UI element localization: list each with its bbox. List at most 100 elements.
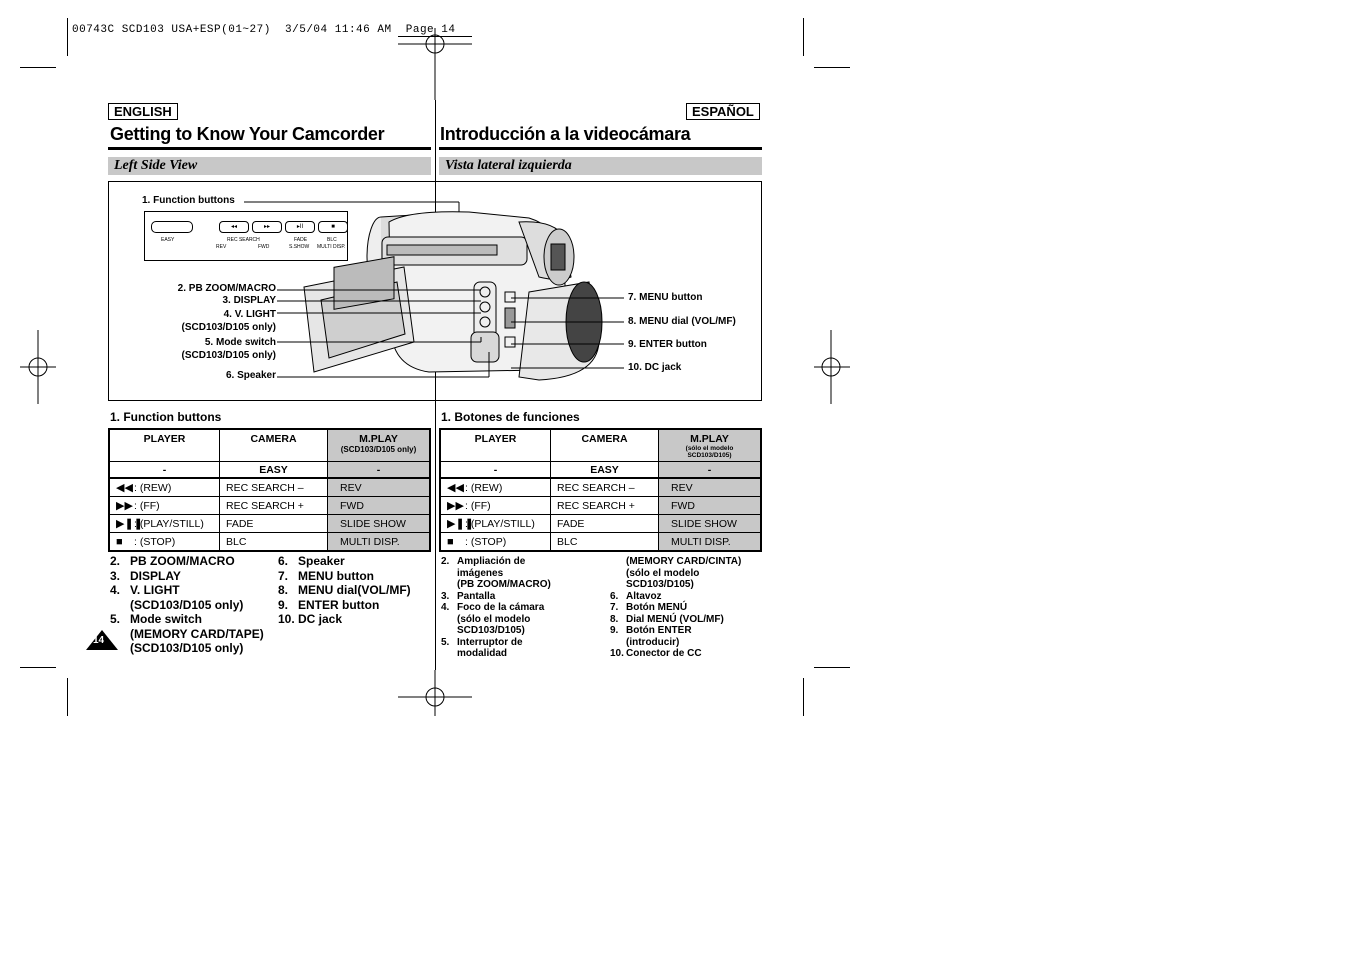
fast-forward-button-icon: ▸▸ (252, 221, 282, 233)
table-row: ▶❚❚: (PLAY/STILL) FADE SLIDE SHOW (439, 514, 762, 533)
col-header-player: PLAYER (108, 428, 220, 462)
col-header-mplay: M.PLAY(SCD103/D105 only) (327, 428, 431, 462)
callout-speaker: 6. Speaker (225, 370, 276, 381)
sub-player: - (439, 461, 551, 479)
crop-mark (803, 18, 804, 56)
table-row: ▶❚❚: (PLAY/STILL) FADE SLIDE SHOW (108, 514, 431, 533)
list-item: 3.Pantalla (441, 590, 496, 602)
rec-search-label: REC SEARCH (227, 237, 260, 243)
list-item: 3.DISPLAY (110, 568, 181, 583)
list-item: 6.Speaker (278, 554, 345, 568)
list-item: SCD103/D105) (626, 579, 694, 590)
list-item: 6.Altavoz (610, 590, 662, 602)
callout-function-buttons: 1. Function buttons (142, 195, 235, 206)
title-rule (108, 147, 431, 150)
function-buttons-heading: 1. Function buttons (110, 410, 222, 424)
title-rule (439, 147, 762, 150)
col-header-mplay: M.PLAY(sólo el modelo SCD103/D105) (658, 428, 762, 462)
table-row: ▶▶: (FF) REC SEARCH + FWD (108, 496, 431, 515)
list-item: (SCD103/D105 only) (130, 597, 244, 612)
sub-camera: EASY (219, 461, 328, 479)
col-header-camera: CAMERA (550, 428, 659, 462)
list-item: (sólo el modelo (626, 567, 700, 579)
page-number-badge (86, 630, 118, 650)
parts-list-es-col2: (MEMORY CARD/CINTA) (sólo el modelo SCD1… (610, 556, 741, 660)
col-header-camera: CAMERA (219, 428, 328, 462)
sub-mplay: - (658, 461, 762, 479)
easy-button-icon (151, 221, 193, 233)
fade-label: FADE (294, 237, 308, 243)
rewind-icon: ◀◀ (116, 482, 133, 494)
crop-mark (814, 67, 850, 68)
camcorder-illustration (244, 201, 624, 381)
list-item: 8.Dial MENÚ (VOL/MF) (610, 613, 724, 625)
rev-label: REV (216, 244, 227, 250)
parts-list-en-col2: 6.Speaker 7.MENU button 8.MENU dial(VOL/… (278, 554, 411, 627)
crop-mark (20, 67, 56, 68)
list-item: 5.Interruptor de (441, 636, 523, 648)
table-row: ▶▶: (FF) REC SEARCH + FWD (439, 496, 762, 515)
print-header: 00743C SCD103 USA+ESP(01~27) 3/5/04 11:4… (72, 24, 456, 36)
rewind-button-icon: ◂◂ (219, 221, 249, 233)
list-item: (MEMORY CARD/TAPE) (130, 626, 264, 641)
list-item: 10.Conector de CC (610, 648, 702, 659)
table-row: ◀◀: (REW) REC SEARCH – REV (439, 477, 762, 497)
page-title-es: Introducción a la videocámara (440, 124, 691, 144)
fast-forward-icon: ▶▶ (447, 500, 464, 512)
fwd-label: FWD (258, 244, 270, 250)
col-header-player: PLAYER (439, 428, 551, 462)
page-number: 14 (93, 635, 105, 646)
play-pause-icon: ▶❚❚ (116, 518, 143, 530)
list-item: 7.Botón MENÚ (610, 602, 688, 613)
rewind-icon: ◀◀ (447, 482, 464, 494)
table-row: ■: (STOP) BLC MULTI DISP. (439, 532, 762, 552)
callout-v-light-note: (SCD103/D105 only) (181, 322, 276, 333)
stop-icon: ■ (447, 535, 454, 548)
callout-enter-button: 9. ENTER button (628, 339, 707, 350)
function-button-panel: EASY ◂◂ ▸▸ ▸II ■ REC SEARCH REV FWD FADE… (144, 211, 348, 261)
play-pause-icon: ▶❚❚ (447, 518, 474, 530)
list-item: 9.Botón ENTER (610, 625, 692, 636)
callout-menu-button: 7. MENU button (628, 292, 703, 303)
list-item: 9.ENTER button (278, 597, 380, 612)
play-pause-button-icon: ▸II (285, 221, 315, 233)
crop-mark (814, 667, 850, 668)
sub-player: - (108, 461, 220, 479)
section-heading-en: Left Side View (108, 157, 431, 175)
list-item: 5.Mode switch (110, 612, 203, 626)
callout-mode-switch: 5. Mode switch (204, 337, 276, 348)
list-item: (introducir) (626, 636, 680, 648)
table-row: ■: (STOP) BLC MULTI DISP. (108, 532, 431, 552)
crop-mark (20, 667, 56, 668)
crop-mark (67, 678, 68, 716)
list-item: (sólo el modelo (457, 613, 531, 625)
list-item: modalidad (457, 648, 508, 659)
callout-display: 3. DISPLAY (222, 295, 276, 306)
function-table-es: PLAYER CAMERA M.PLAY(sólo el modelo SCD1… (439, 428, 762, 552)
botones-heading: 1. Botones de funciones (441, 410, 580, 424)
list-item: 4.V. LIGHT (110, 583, 180, 597)
camcorder-diagram: 1. Function buttons EASY ◂◂ ▸▸ ▸II ■ REC… (108, 181, 762, 401)
callout-mode-switch-note: (SCD103/D105 only) (181, 350, 276, 361)
list-item: 2.PB ZOOM/MACRO (110, 554, 235, 568)
crop-mark (67, 18, 68, 56)
blc-label: BLC (327, 237, 337, 243)
list-item: 7.MENU button (278, 568, 374, 583)
mplay-note: (SCD103/D105 only) (340, 445, 417, 454)
lang-tag-english: ENGLISH (108, 103, 178, 120)
list-item: imágenes (457, 567, 504, 579)
parts-list-es-col1: 2.Ampliación de imágenes (PB ZOOM/MACRO)… (441, 556, 551, 660)
callout-v-light: 4. V. LIGHT (223, 309, 276, 320)
callout-dc-jack: 10. DC jack (628, 362, 682, 373)
list-item: (SCD103/D105 only) (130, 641, 244, 655)
fast-forward-icon: ▶▶ (116, 500, 133, 512)
list-item: (PB ZOOM/MACRO) (457, 579, 551, 590)
multi-disp-label: MULTI DISP. (317, 244, 346, 250)
list-item: SCD103/D105) (457, 625, 525, 636)
crop-mark (803, 678, 804, 716)
callout-menu-dial: 8. MENU dial (VOL/MF) (628, 316, 736, 327)
page-title-en: Getting to Know Your Camcorder (110, 124, 385, 144)
slideshow-label: S.SHOW (289, 244, 310, 250)
list-item: 4.Foco de la cámara (441, 602, 545, 613)
